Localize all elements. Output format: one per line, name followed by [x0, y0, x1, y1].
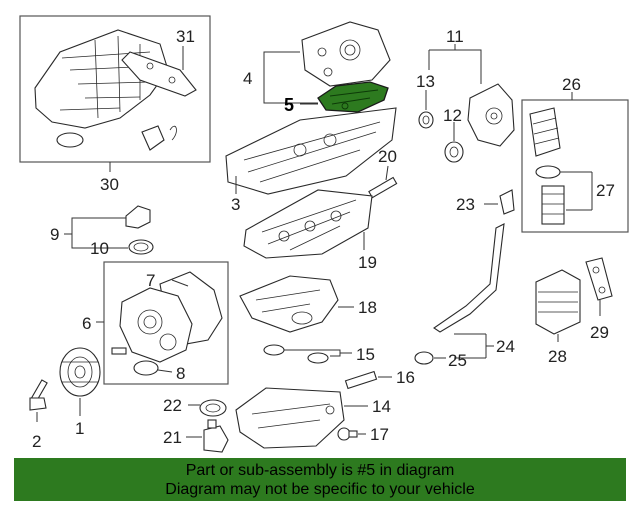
callout-14: 14 [372, 397, 391, 416]
callout-7: 7 [146, 271, 155, 290]
seal-part-25[interactable] [414, 351, 434, 365]
intake-manifold-part[interactable] [34, 29, 177, 151]
oring-part-27[interactable] [535, 165, 561, 179]
callout-30: 30 [100, 175, 119, 194]
timing-cover-part-6[interactable] [119, 287, 193, 363]
info-banner: Part or sub-assembly is #5 in diagram Di… [14, 458, 626, 501]
callout-21: 21 [163, 428, 182, 447]
valve-cover-part-3[interactable] [225, 107, 397, 195]
cap-part-9[interactable] [125, 205, 151, 229]
callout-28: 28 [548, 347, 567, 366]
callout-23: 23 [456, 195, 475, 214]
sensor-part-21[interactable] [203, 419, 229, 453]
timing-cover-box [103, 261, 229, 385]
timing-case-part-11[interactable] [467, 83, 515, 147]
bolt-part-2[interactable] [29, 379, 48, 411]
callout-15: 15 [356, 345, 375, 364]
gasket-31[interactable] [121, 51, 197, 97]
callout-27: 27 [596, 181, 615, 200]
callout-26: 26 [562, 75, 581, 94]
intake-manifold-box [19, 15, 211, 163]
callout-29: 29 [590, 323, 609, 342]
dipstick-part-24[interactable] [433, 223, 505, 333]
callout-13: 13 [416, 72, 435, 91]
filter-cap-part[interactable] [529, 107, 561, 157]
bolt-in-box[interactable] [111, 347, 127, 355]
oil-pan-part-14[interactable] [235, 387, 345, 449]
oil-filter-box [521, 99, 629, 233]
callout-12: 12 [443, 106, 462, 125]
washer-part-22[interactable] [199, 399, 227, 417]
seals-part-15[interactable] [263, 344, 329, 364]
cover-part-4[interactable] [301, 21, 391, 87]
callout-31: 31 [176, 27, 195, 46]
callout-16: 16 [396, 368, 415, 387]
callout-10: 10 [90, 239, 109, 258]
callout-17: 17 [370, 425, 389, 444]
oil-cooler-part-28[interactable] [535, 269, 581, 335]
callout-6: 6 [82, 314, 91, 333]
callout-5: 5 [284, 95, 294, 115]
callout-4: 4 [243, 69, 252, 88]
callout-19: 19 [358, 253, 377, 272]
seal-part-10[interactable] [128, 239, 154, 255]
plug-part-13[interactable] [418, 111, 434, 129]
banner-line-2: Diagram may not be specific to your vehi… [165, 481, 475, 498]
oil-baffle-part-18[interactable] [239, 275, 339, 333]
banner-line-1: Part or sub-assembly is #5 in diagram [185, 462, 455, 479]
dipstick-tube-part-23[interactable] [499, 189, 515, 215]
callout-20: 20 [378, 147, 397, 166]
callout-2: 2 [32, 432, 41, 451]
part-20[interactable] [368, 176, 398, 199]
parts-diagram: 31 30 4 5 3 20 19 18 [19, 15, 629, 453]
callout-18: 18 [358, 298, 377, 317]
seal-part-12[interactable] [444, 141, 464, 163]
pulley-part-1[interactable] [59, 347, 101, 397]
callout-11: 11 [446, 27, 464, 46]
part-16[interactable] [344, 370, 378, 390]
callout-8: 8 [176, 364, 185, 383]
gasket-part-29[interactable] [585, 257, 613, 301]
filter-element-part-27[interactable] [541, 185, 565, 225]
oring-part-8[interactable] [133, 360, 159, 376]
drain-plug-part-17[interactable] [337, 427, 358, 441]
callout-25: 25 [448, 351, 467, 370]
callout-24: 24 [496, 337, 515, 356]
callout-3: 3 [231, 195, 240, 214]
highlighted-part-5[interactable] [317, 81, 389, 113]
callout-22: 22 [163, 396, 182, 415]
callout-9: 9 [50, 225, 59, 244]
callout-1: 1 [75, 419, 84, 438]
cylinder-head-part-19[interactable] [243, 189, 373, 259]
